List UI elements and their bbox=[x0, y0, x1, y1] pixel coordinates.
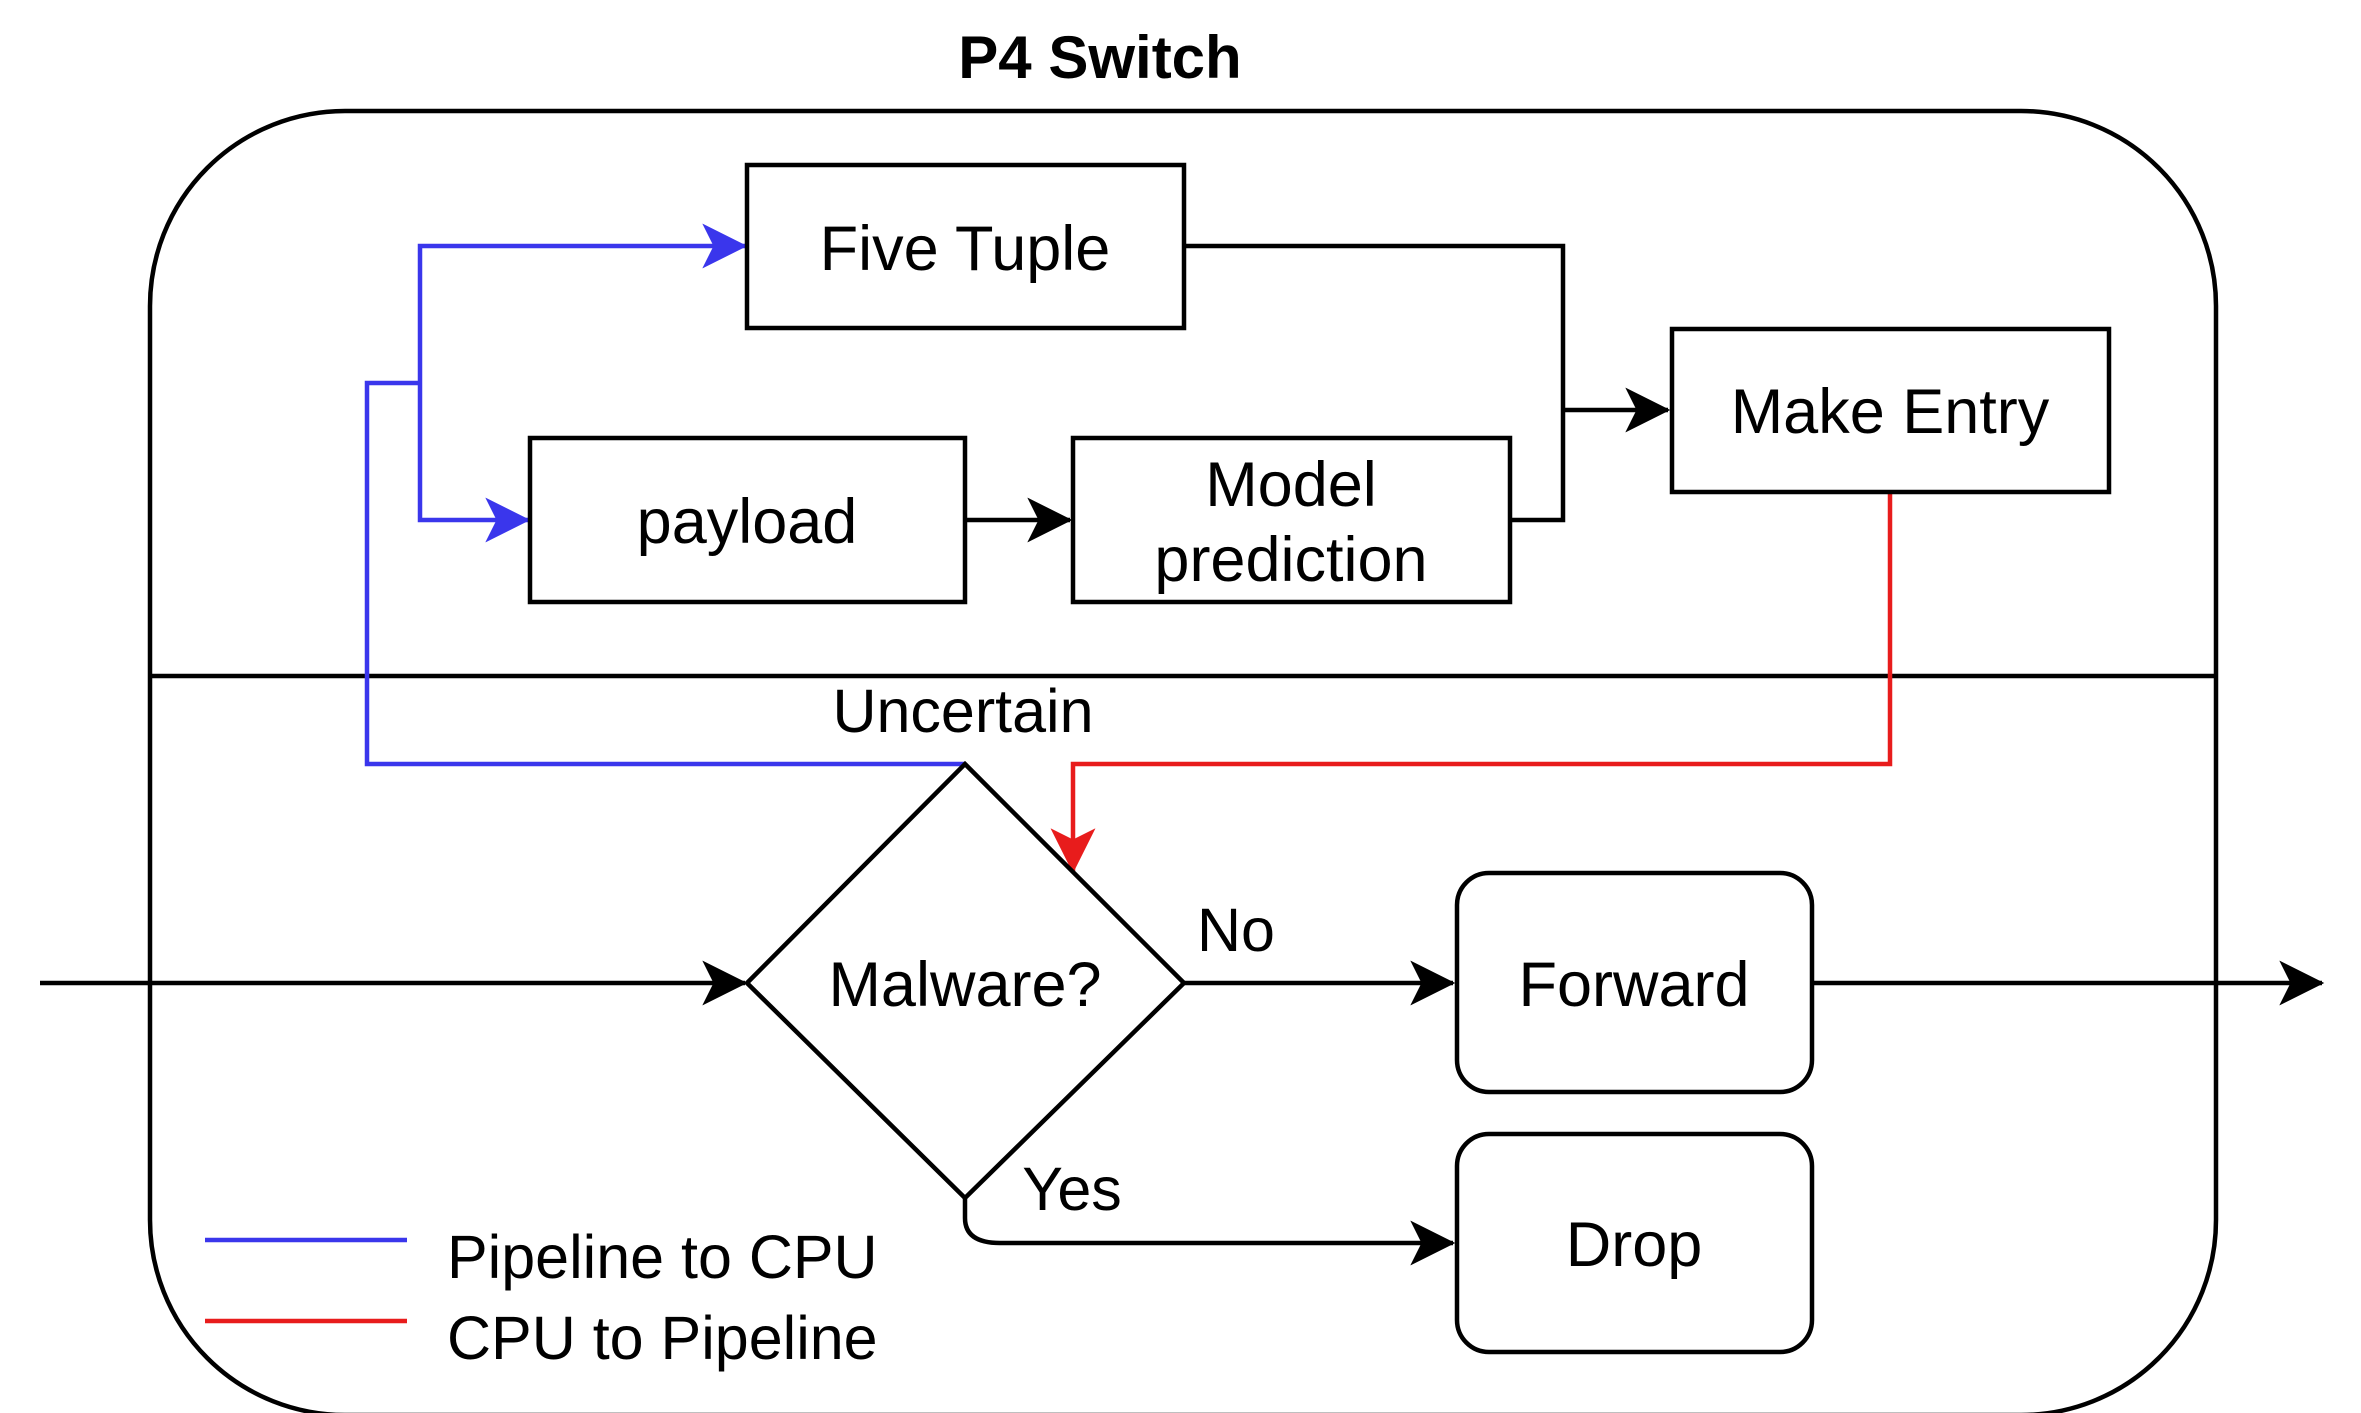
legend-label-cpu-to-pipeline: CPU to Pipeline bbox=[447, 1304, 878, 1372]
switch-container bbox=[147, 108, 2219, 1413]
edge-make-entry-to-malware bbox=[1050, 492, 1893, 874]
five-tuple-label: Five Tuple bbox=[820, 214, 1111, 284]
edge-malware-to-drop bbox=[962, 1198, 1456, 1266]
uncertain-edge-label: Uncertain bbox=[832, 677, 1093, 745]
forward-label: Forward bbox=[1518, 950, 1749, 1020]
malware-decision-label: Malware? bbox=[828, 950, 1101, 1020]
edge-cpu-to-five-tuple bbox=[417, 223, 748, 383]
model-prediction-label-line2: prediction bbox=[1154, 525, 1427, 595]
diagram-title: P4 Switch bbox=[958, 24, 1241, 91]
edge-cpu-to-payload bbox=[417, 383, 531, 543]
drop-label: Drop bbox=[1566, 1210, 1703, 1280]
no-edge-label: No bbox=[1197, 896, 1275, 964]
yes-edge-label: Yes bbox=[1022, 1155, 1122, 1223]
legend-label-pipeline-to-cpu: Pipeline to CPU bbox=[447, 1223, 878, 1291]
edge-uncertain-to-cpu bbox=[364, 380, 965, 767]
forward-node: Forward bbox=[1454, 870, 1815, 1095]
payload-label: payload bbox=[637, 487, 858, 557]
payload-node: payload bbox=[527, 435, 968, 605]
drop-node: Drop bbox=[1454, 1131, 1815, 1355]
edge-model-prediction-to-make-entry bbox=[1510, 410, 1566, 523]
edge-five-tuple-to-make-entry bbox=[1184, 243, 1566, 410]
malware-decision-node: Malware? bbox=[743, 760, 1188, 1202]
make-entry-node: Make Entry bbox=[1669, 326, 2112, 495]
model-prediction-node: Model prediction bbox=[1070, 435, 1513, 605]
legend: Pipeline to CPU CPU to Pipeline bbox=[205, 1223, 878, 1372]
make-entry-label: Make Entry bbox=[1731, 377, 2050, 447]
five-tuple-node: Five Tuple bbox=[744, 162, 1187, 331]
model-prediction-label-line1: Model bbox=[1205, 450, 1377, 520]
